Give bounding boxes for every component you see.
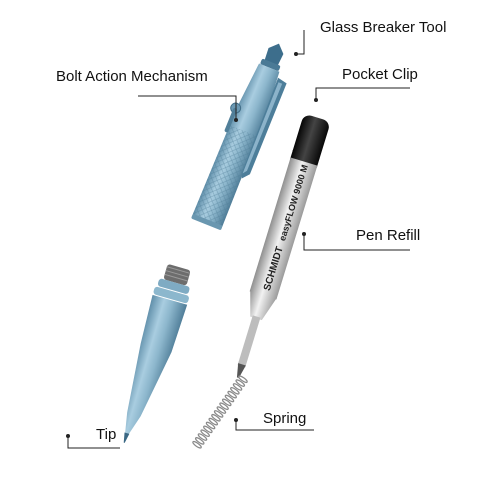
spring-coil — [219, 402, 229, 410]
spring-coil — [208, 417, 219, 426]
label-pen-refill: Pen Refill — [356, 227, 421, 244]
spring-coil — [203, 425, 213, 434]
refill-black-top — [292, 115, 329, 164]
leader-tip — [67, 436, 120, 449]
label-pocket-clip: Pocket Clip — [342, 66, 418, 83]
spring-coil — [192, 441, 202, 449]
spring — [192, 375, 248, 449]
knurled-grip — [192, 125, 258, 228]
upper-barrel — [191, 43, 287, 230]
spring-coil — [194, 437, 205, 445]
label-bolt-action-mechanism: Bolt Action Mechanism — [56, 68, 208, 85]
leader-glass-breaker — [296, 30, 305, 55]
spring-coil — [227, 390, 237, 399]
spring-coil — [221, 398, 232, 407]
spring-coil — [235, 379, 246, 387]
spring-coil — [197, 433, 208, 441]
spring-coil — [238, 375, 248, 383]
leader-lines — [66, 30, 410, 449]
spring-coil — [213, 410, 224, 418]
tip-cone — [124, 294, 188, 436]
leader-pocket-clip — [315, 87, 410, 100]
refill-tube — [237, 315, 261, 368]
lower-barrel — [123, 264, 191, 443]
spring-coil — [232, 383, 243, 391]
spring-coil — [216, 406, 227, 414]
pen-refill: SCHMIDT easyFLOW 9000 M — [236, 115, 329, 379]
glass-breaker-tip — [264, 43, 284, 67]
leader-bolt-action — [138, 95, 237, 120]
spring-coil — [200, 429, 210, 437]
leader-pen-refill — [303, 234, 410, 251]
leader-spring — [235, 420, 314, 431]
label-glass-breaker-tool: Glass Breaker Tool — [320, 19, 447, 36]
spring-coil — [211, 414, 221, 422]
spring-coil — [205, 421, 216, 430]
label-spring: Spring — [263, 410, 307, 427]
label-tip: Tip — [96, 426, 117, 443]
spring-coil — [224, 394, 235, 403]
spring-coil — [230, 387, 240, 395]
refill-cartridge — [249, 157, 318, 300]
